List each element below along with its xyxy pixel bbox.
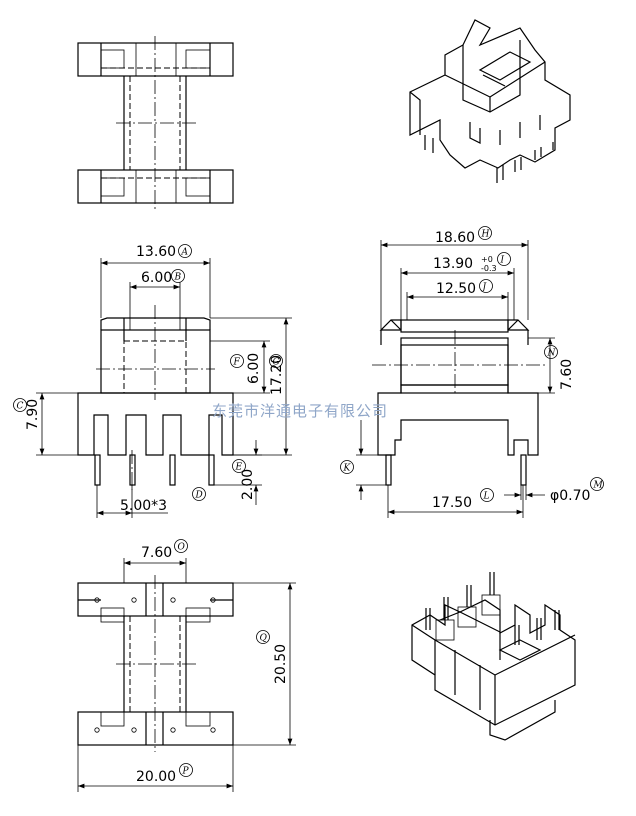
dim-j-value: 12.50 [436, 281, 476, 297]
dim-d-value: 5.00*3 [120, 498, 167, 514]
iso-view-top [409, 19, 571, 183]
dim-m-value: φ0.70 [550, 488, 590, 504]
dim-q-value: 20.50 [273, 644, 289, 684]
dim-l-value: 17.50 [432, 495, 472, 511]
front-view [36, 258, 292, 518]
dim-o-value: 7.60 [141, 545, 172, 561]
dim-n-value: 7.60 [559, 359, 575, 390]
dim-q-letter: Q [260, 634, 268, 644]
dim-e-value: 2.00 [240, 469, 256, 500]
dimension-labels: 13.60 A 6.00 B 7.90 C 5.00*3 D 2.00 E 6.… [13, 226, 604, 785]
top-view [77, 36, 234, 210]
dim-d-letter: D [195, 491, 203, 501]
dim-c-value: 7.90 [25, 399, 41, 430]
dim-g-letter: G [273, 358, 280, 368]
dim-i-tol-upper: +0 [481, 255, 493, 264]
dim-i-letter: I [500, 256, 505, 266]
dim-f-value: 6.00 [246, 353, 262, 384]
dim-o-letter: O [178, 543, 186, 553]
dim-i-tol-lower: -0.3 [481, 264, 497, 273]
dim-a-value: 13.60 [136, 244, 176, 260]
dim-a-letter: A [181, 248, 189, 258]
iso-view-bottom [411, 572, 576, 741]
bottom-view [77, 558, 296, 792]
dim-k-letter: K [343, 464, 352, 474]
dim-b-value: 6.00 [141, 270, 172, 286]
dim-b-letter: B [174, 273, 182, 283]
dim-j-letter: J [481, 283, 488, 293]
dim-h-letter: H [481, 230, 490, 240]
dim-n-letter: N [547, 349, 557, 359]
dim-e-letter: E [235, 463, 243, 473]
side-view [356, 240, 555, 518]
dim-c-letter: C [17, 402, 24, 412]
watermark: 东莞市洋通电子有限公司 [212, 402, 388, 420]
dim-p-letter: P [182, 767, 190, 777]
dim-m-letter: M [593, 481, 604, 491]
dim-h-value: 18.60 [435, 230, 475, 246]
dim-f-letter: F [233, 358, 241, 368]
dim-i-value: 13.90 [433, 256, 473, 272]
dim-p-value: 20.00 [136, 769, 176, 785]
dim-l-letter: L [483, 492, 490, 502]
